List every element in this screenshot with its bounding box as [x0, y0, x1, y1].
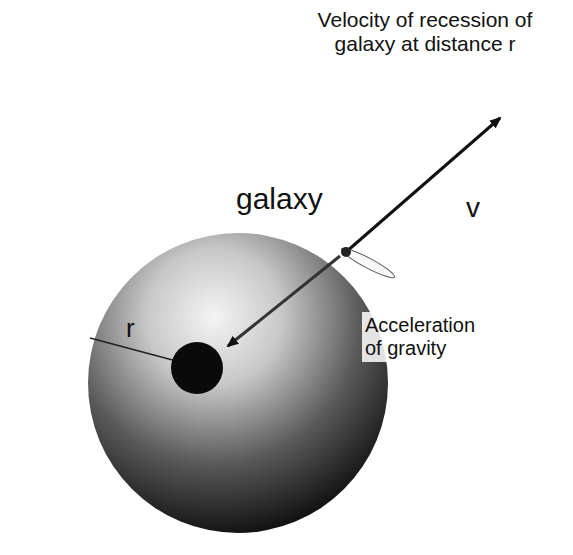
velocity-arrow — [346, 118, 500, 252]
galaxy-shape — [339, 245, 397, 282]
sphere — [88, 233, 388, 533]
galaxy-label: galaxy — [236, 182, 366, 217]
radius-label: r — [126, 314, 148, 344]
central-mass — [171, 342, 223, 394]
gravity-label: Acceleration of gravity — [362, 312, 493, 362]
velocity-label: v — [466, 192, 496, 224]
title-label: Velocity of recession of galaxy at dista… — [290, 8, 560, 56]
gravity-arrow — [228, 256, 340, 346]
galaxy-core — [341, 247, 351, 257]
